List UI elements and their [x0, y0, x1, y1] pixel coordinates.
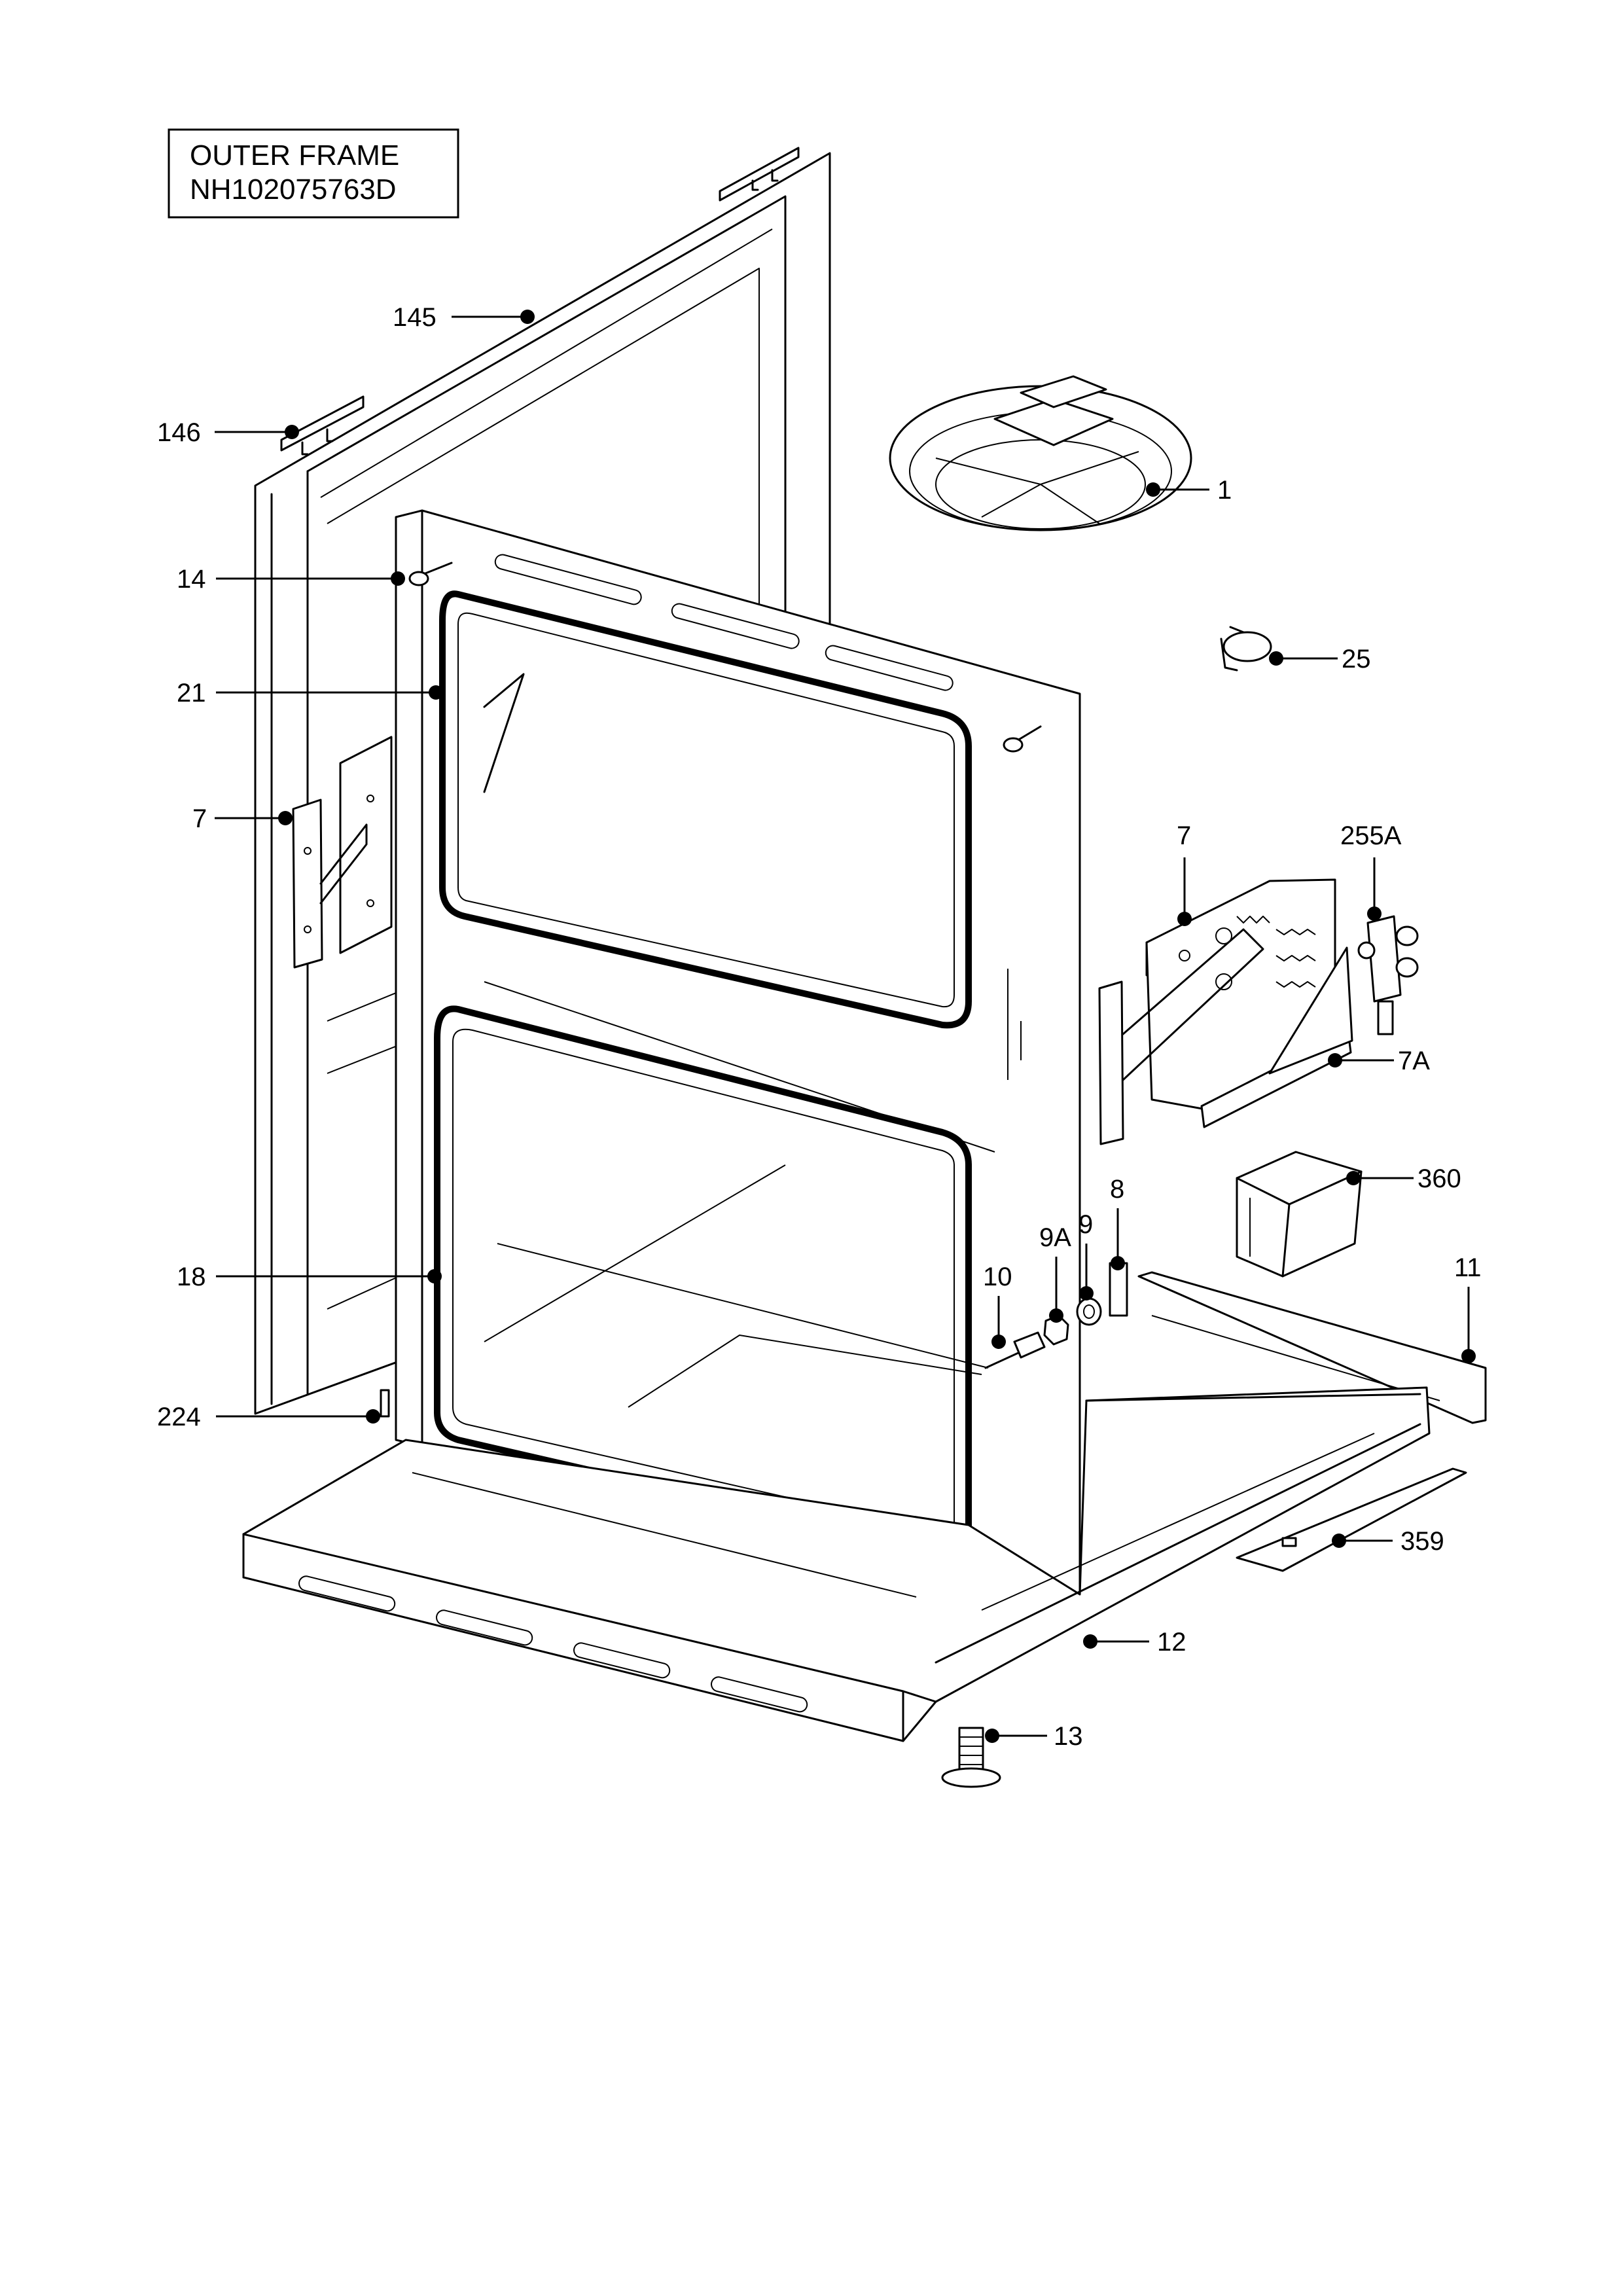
label-12: 12: [1157, 1628, 1186, 1657]
upper-gasket-21: [439, 590, 972, 1029]
label-146: 146: [157, 418, 201, 447]
pin-224: [380, 1389, 390, 1418]
adjustable-foot-13: [941, 1727, 1001, 1788]
base-tray-12: [242, 1164, 1431, 1742]
label-360: 360: [1418, 1164, 1461, 1193]
side-plate-7a: [1200, 946, 1353, 1128]
label-1: 1: [1217, 476, 1232, 505]
callout-146: 146: [157, 418, 299, 447]
label-18: 18: [177, 1263, 206, 1291]
callout-8: 8: [1110, 1175, 1125, 1270]
label-9a: 9A: [1039, 1223, 1071, 1252]
callout-360: 360: [1346, 1164, 1461, 1193]
label-359: 359: [1400, 1527, 1444, 1556]
left-hinge-7: [292, 736, 393, 969]
title-line-1: OUTER FRAME: [190, 139, 399, 171]
callout-224: 224: [157, 1403, 380, 1431]
screw-14: [408, 562, 1042, 753]
jet-10: [984, 1331, 1046, 1369]
callout-7-right: 7: [1177, 821, 1192, 926]
thermostat-25: [1220, 626, 1272, 672]
label-145: 145: [393, 303, 437, 332]
label-7-left: 7: [192, 804, 207, 833]
callout-359: 359: [1332, 1527, 1444, 1556]
callout-12: 12: [1083, 1628, 1186, 1657]
label-9: 9: [1079, 1210, 1093, 1239]
title-box: OUTER FRAME NH102075763D: [168, 128, 459, 219]
callout-21: 21: [177, 679, 443, 708]
callout-13: 13: [985, 1722, 1083, 1751]
label-8: 8: [1110, 1175, 1124, 1204]
label-224: 224: [157, 1403, 201, 1431]
terminal-block-360: [1236, 1151, 1363, 1278]
plate-359: [1236, 1467, 1467, 1572]
callout-7-left: 7: [192, 804, 293, 833]
title-line-2: NH102075763D: [190, 173, 397, 206]
label-7-right: 7: [1177, 821, 1191, 850]
label-14: 14: [177, 565, 206, 594]
washer-9: [1076, 1297, 1102, 1326]
gas-valve-255a: [1357, 915, 1419, 1035]
label-21: 21: [177, 679, 206, 708]
label-255a: 255A: [1340, 821, 1402, 850]
callout-1: 1: [1146, 476, 1232, 505]
label-13: 13: [1054, 1722, 1083, 1751]
label-11: 11: [1454, 1253, 1482, 1282]
callout-25: 25: [1269, 645, 1371, 673]
callout-10: 10: [983, 1263, 1012, 1349]
label-25: 25: [1342, 645, 1371, 673]
label-10: 10: [983, 1263, 1012, 1291]
clip-8: [1109, 1262, 1128, 1317]
callout-255a: 255A: [1340, 821, 1402, 921]
callout-18: 18: [177, 1263, 442, 1291]
callout-145: 145: [393, 303, 535, 332]
front-frame: [395, 509, 1081, 1598]
callout-9a: 9A: [1039, 1223, 1071, 1323]
label-7a: 7A: [1398, 1047, 1430, 1075]
callout-7a: 7A: [1328, 1047, 1430, 1075]
callout-14: 14: [177, 565, 405, 594]
callout-11: 11: [1454, 1253, 1482, 1363]
callout-9: 9: [1079, 1210, 1094, 1300]
fan-assembly-1: [889, 375, 1192, 531]
